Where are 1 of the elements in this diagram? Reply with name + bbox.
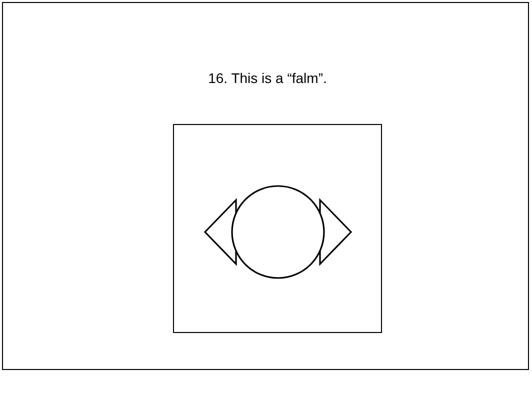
title: 16. This is a “falm”. [208,70,327,86]
